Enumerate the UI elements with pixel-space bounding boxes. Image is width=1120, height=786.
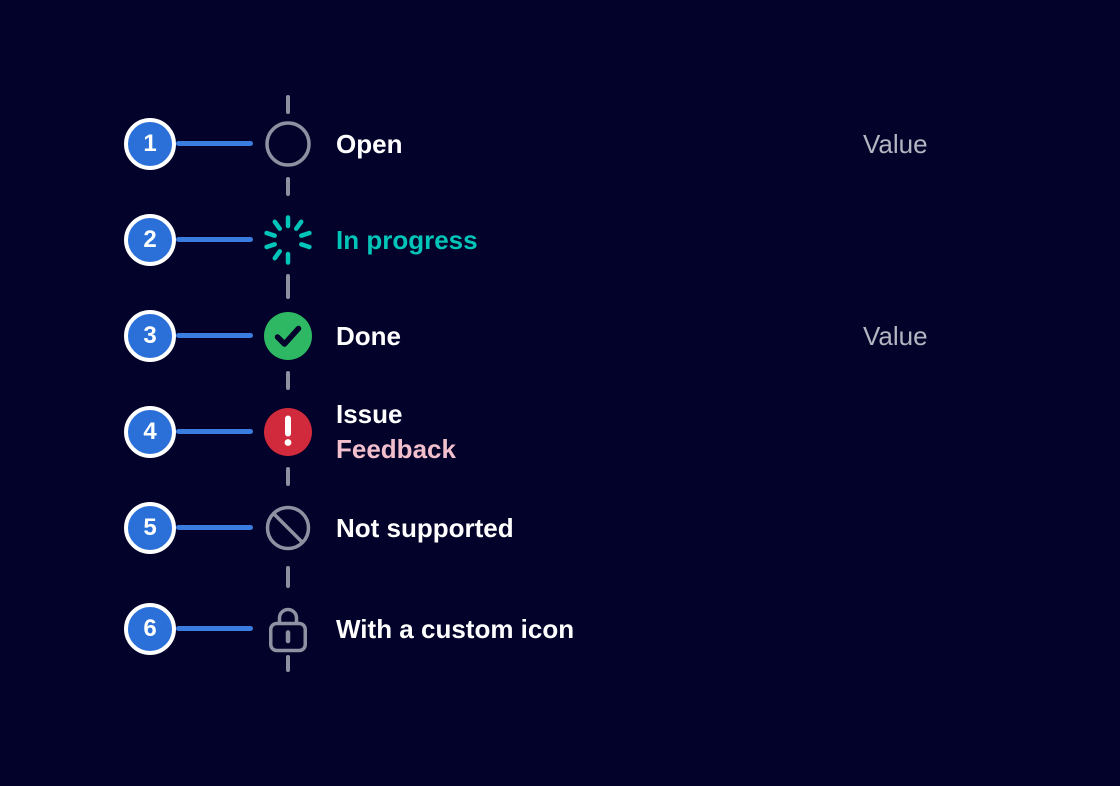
step-label: Not supported	[336, 513, 514, 543]
step-label: Issue	[336, 399, 403, 429]
step-label: Open	[336, 129, 403, 159]
timeline-dash	[286, 566, 290, 588]
step-number-badge: 2	[124, 214, 176, 266]
step-number-badge: 5	[124, 502, 176, 554]
timeline-step-custom-icon: 6 With a custom icon	[0, 603, 1120, 655]
timeline-dash	[286, 371, 290, 390]
step-sublabel: Feedback	[336, 434, 456, 464]
timeline-step-in-progress: 2 In progress	[0, 214, 1120, 266]
step-label: In progress	[336, 225, 478, 255]
step-number-badge: 6	[124, 603, 176, 655]
timeline-step-open: 1 Open Value	[0, 118, 1120, 170]
step-number-badge: 1	[124, 118, 176, 170]
badge-connector-line	[176, 626, 253, 631]
badge-connector-line	[176, 141, 253, 146]
badge-connector-line	[176, 429, 253, 434]
badge-connector-line	[176, 525, 253, 530]
step-label: With a custom icon	[336, 614, 575, 644]
timeline-dash	[286, 177, 290, 196]
timeline-dash	[286, 467, 290, 486]
no-entry-icon	[262, 502, 314, 554]
step-number-badge: 4	[124, 406, 176, 458]
step-value: Value	[863, 321, 928, 351]
step-value: Value	[863, 129, 928, 159]
check-circle-icon	[262, 310, 314, 362]
timeline-dash	[286, 655, 290, 672]
circle-outline-icon	[262, 118, 314, 170]
step-number-badge: 3	[124, 310, 176, 362]
badge-connector-line	[176, 237, 253, 242]
exclamation-circle-icon	[262, 406, 314, 458]
timeline-step-issue: 4 Issue Feedback	[0, 399, 1120, 464]
timeline-dash	[286, 274, 290, 299]
spinner-icon	[262, 214, 314, 266]
timeline-dash	[286, 95, 290, 114]
step-labels: Issue Feedback	[336, 397, 456, 467]
timeline-step-not-supported: 5 Not supported	[0, 502, 1120, 554]
step-label: Done	[336, 321, 401, 351]
lock-icon	[262, 603, 314, 655]
badge-connector-line	[176, 333, 253, 338]
timeline-step-done: 3 Done Value	[0, 310, 1120, 362]
